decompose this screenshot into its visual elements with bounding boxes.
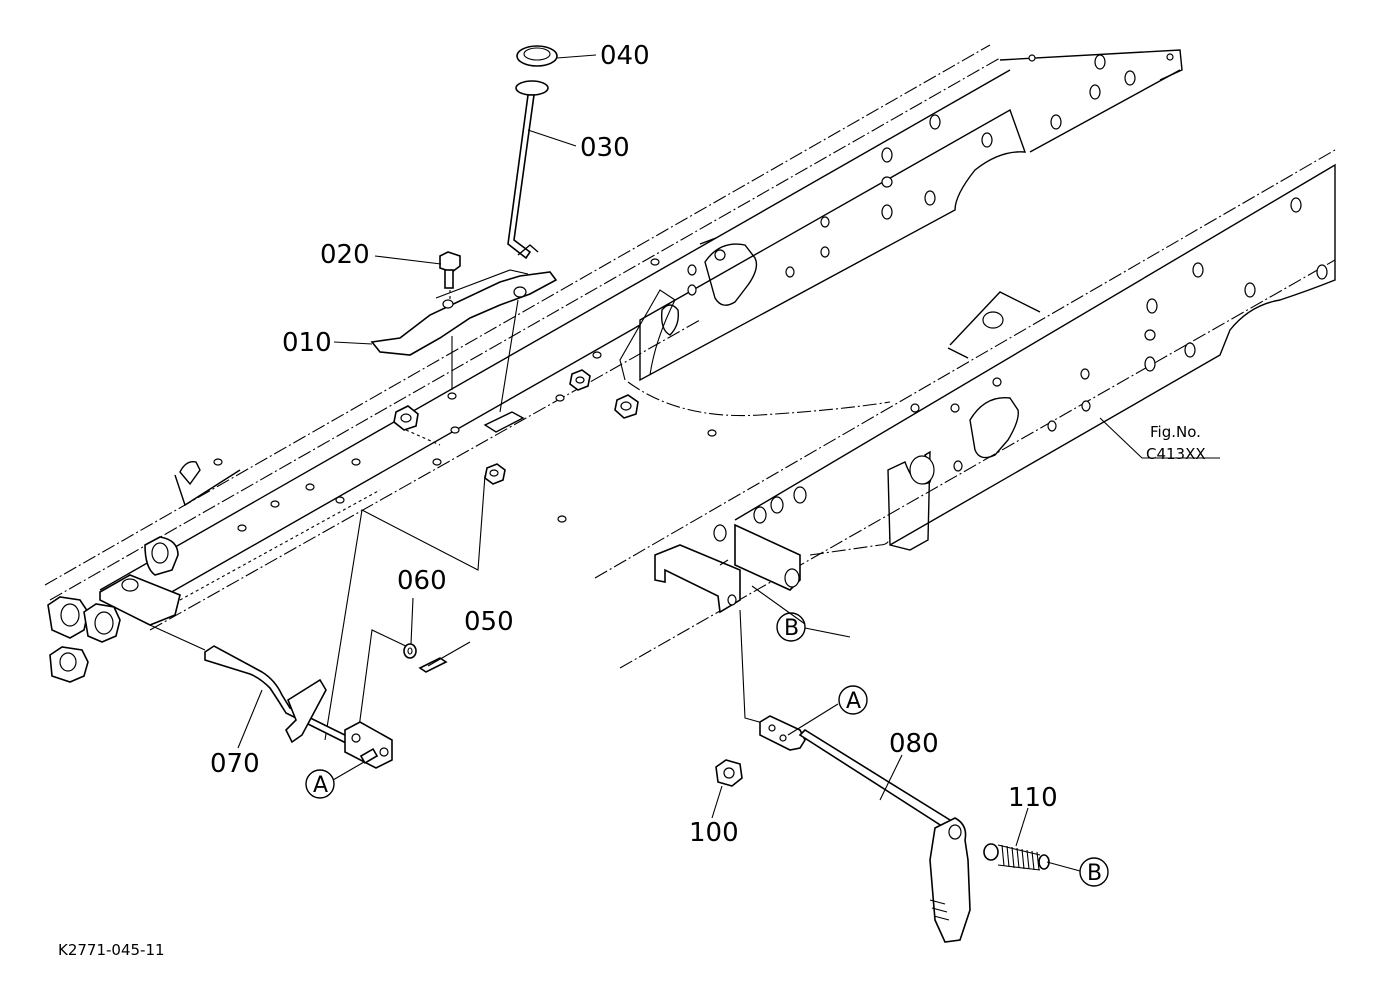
spring-110 [983, 843, 1050, 871]
label-080: 080 [889, 729, 939, 759]
reference-markers: A A B B [305, 612, 1109, 887]
drawing-number: K2771-045-11 [58, 941, 165, 959]
left-bracket-assembly [47, 461, 241, 683]
label-110: 110 [1008, 783, 1058, 813]
assembly-lines [324, 299, 771, 741]
figure-ref-line2: C413XX [1146, 445, 1206, 463]
left-frame-rail [44, 44, 1183, 631]
rod-070 [149, 624, 393, 769]
label-050: 050 [464, 607, 514, 637]
label-010: 010 [282, 328, 332, 358]
ref-a-left: A [313, 773, 328, 798]
knob-040 [516, 45, 558, 67]
label-070: 070 [210, 749, 260, 779]
washer-060 [403, 643, 417, 659]
rod-080 [759, 715, 971, 943]
figure-reference: Fig.No. C413XX [1146, 423, 1206, 463]
label-060: 060 [397, 566, 447, 596]
ref-b-right: B [1087, 861, 1102, 886]
figure-ref-line1: Fig.No. [1150, 423, 1201, 441]
nut-100 [715, 759, 743, 787]
part-number-labels: 040 030 020 010 060 050 070 080 100 110 [210, 41, 1058, 848]
right-bracket [654, 523, 801, 614]
ref-b-upper: B [784, 616, 799, 641]
rod-030 [507, 80, 549, 260]
plate-010 [370, 244, 558, 356]
ref-a-right: A [846, 689, 861, 714]
label-020: 020 [320, 240, 370, 270]
label-030: 030 [580, 133, 630, 163]
label-100: 100 [689, 818, 739, 848]
bolt-020 [439, 251, 461, 300]
left-rail-holes [213, 258, 717, 532]
pin-050 [418, 657, 448, 673]
upper-right-frame [619, 53, 1181, 417]
label-040: 040 [600, 41, 650, 71]
leader-lines [237, 54, 1220, 872]
floor-nuts [393, 369, 639, 485]
